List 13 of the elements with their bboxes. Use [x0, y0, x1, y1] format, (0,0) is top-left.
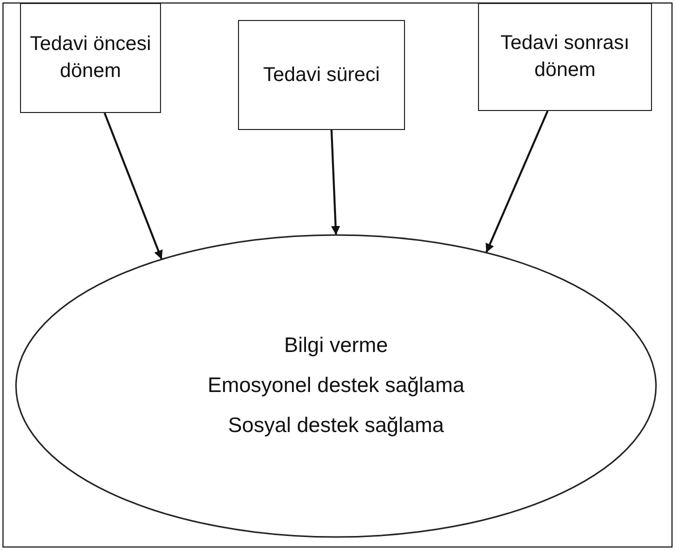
node-text: Sosyal destek sağlama: [228, 412, 444, 439]
arrow: [485, 110, 549, 254]
node-text: Emosyonel destek sağlama: [208, 373, 464, 400]
process-box: [20, 3, 161, 113]
node-text: Tedavi sonrası dönem: [500, 31, 630, 83]
arrow: [330, 130, 340, 236]
process-box: [238, 20, 405, 130]
node-text: Tedavi öncesi dönem: [29, 32, 152, 84]
arrow: [104, 112, 163, 260]
node-text: Bilgi verme: [284, 333, 388, 360]
node-text: Tedavi süreci: [263, 62, 380, 88]
process-box: [478, 3, 652, 111]
ellipse-node: [16, 235, 656, 537]
